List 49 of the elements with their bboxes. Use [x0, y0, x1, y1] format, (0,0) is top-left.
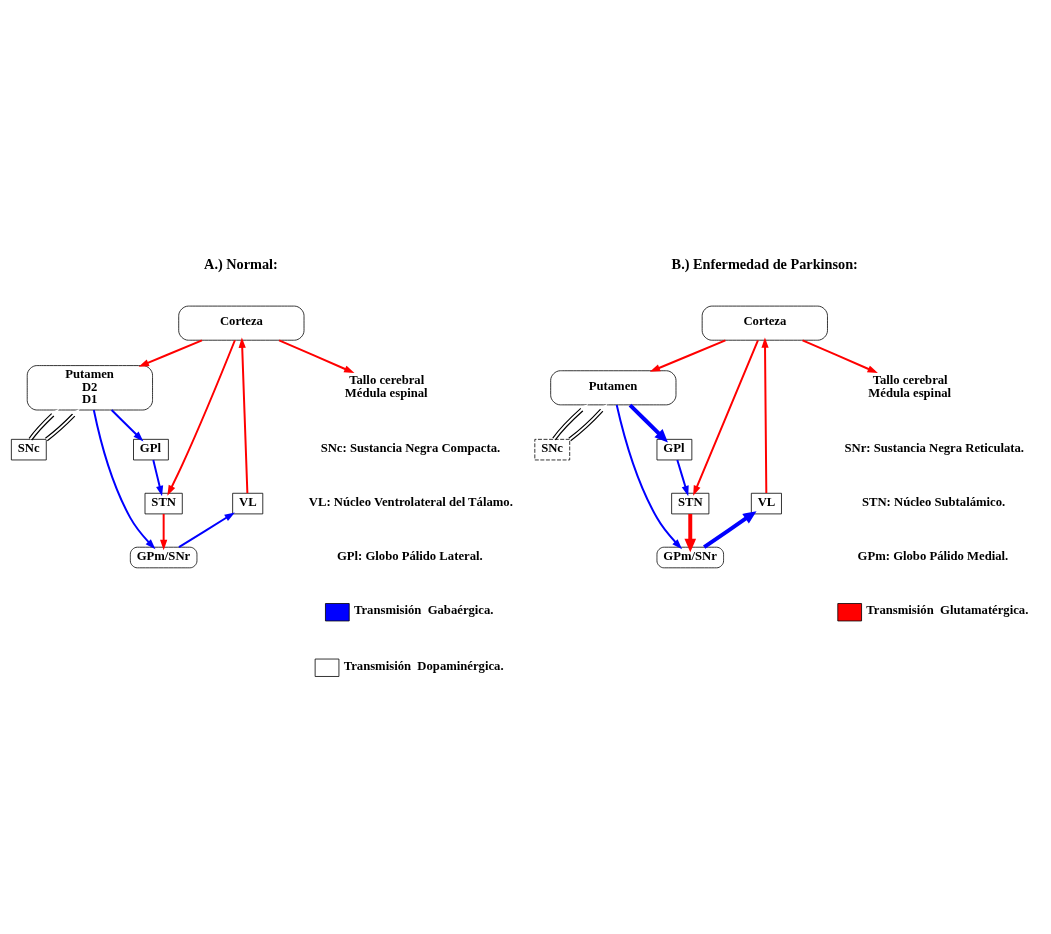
- arrow: [178, 511, 235, 548]
- label: GPm: Globo Pálido Medial.: [857, 548, 1009, 563]
- node-box: GPl: [656, 438, 693, 460]
- arrow: [167, 338, 236, 496]
- arrow: [28, 408, 60, 441]
- label: SNr: Sustancia Negra Reticulata.: [844, 440, 1025, 455]
- arrow: [684, 513, 697, 552]
- node-text: Tallo cerebral Médula espinal: [868, 372, 952, 400]
- arrow: [44, 408, 80, 441]
- node-box: STN: [671, 492, 710, 514]
- arrow: [628, 403, 668, 442]
- label: GPl: Globo Pálido Lateral.: [336, 548, 483, 563]
- label: VL: Núcleo Ventrolateral del Tálamo.: [308, 494, 513, 509]
- legend-label: Transmisión Gabaérgica.: [353, 602, 494, 617]
- node-box: SNc: [10, 438, 47, 460]
- arrow: [761, 336, 769, 494]
- label: SNc: Sustancia Negra Compacta.: [320, 440, 501, 455]
- arrow: [615, 403, 683, 549]
- node-box: GPm/SNr: [129, 546, 198, 568]
- node-box: Putamen: [550, 369, 677, 405]
- arrow: [568, 403, 608, 441]
- arrow: [676, 458, 689, 496]
- node-box: Corteza: [701, 305, 828, 341]
- arrow: [152, 458, 164, 496]
- arrow: [693, 338, 759, 496]
- node-box: Putamen D2 D1: [26, 364, 153, 410]
- node-box: GPm/SNr: [656, 546, 724, 568]
- arrow: [552, 403, 589, 441]
- label: B.) Enfermedad de Parkinson:: [671, 255, 858, 272]
- arrow: [278, 338, 355, 373]
- label: A.) Normal:: [204, 255, 278, 272]
- legend-label: Transmisión Dopaminérgica.: [343, 658, 504, 673]
- node-box: Corteza: [178, 305, 305, 341]
- node-box: VL: [232, 492, 264, 514]
- node-box: GPl: [133, 438, 169, 460]
- arrow: [801, 338, 878, 373]
- arrow: [703, 510, 757, 549]
- arrow: [92, 408, 156, 549]
- arrow: [649, 338, 727, 372]
- node-box: SNc: [534, 438, 571, 460]
- arrow: [238, 336, 249, 494]
- node-box: STN: [144, 492, 183, 514]
- arrow: [110, 408, 144, 441]
- arrow: [138, 338, 203, 367]
- legend-label: Transmisión Glutamatérgica.: [866, 602, 1029, 617]
- label: STN: Núcleo Subtalámico.: [861, 494, 1006, 509]
- arrow: [160, 512, 168, 550]
- node-box: VL: [750, 492, 782, 514]
- node-text: Tallo cerebral Médula espinal: [344, 372, 428, 400]
